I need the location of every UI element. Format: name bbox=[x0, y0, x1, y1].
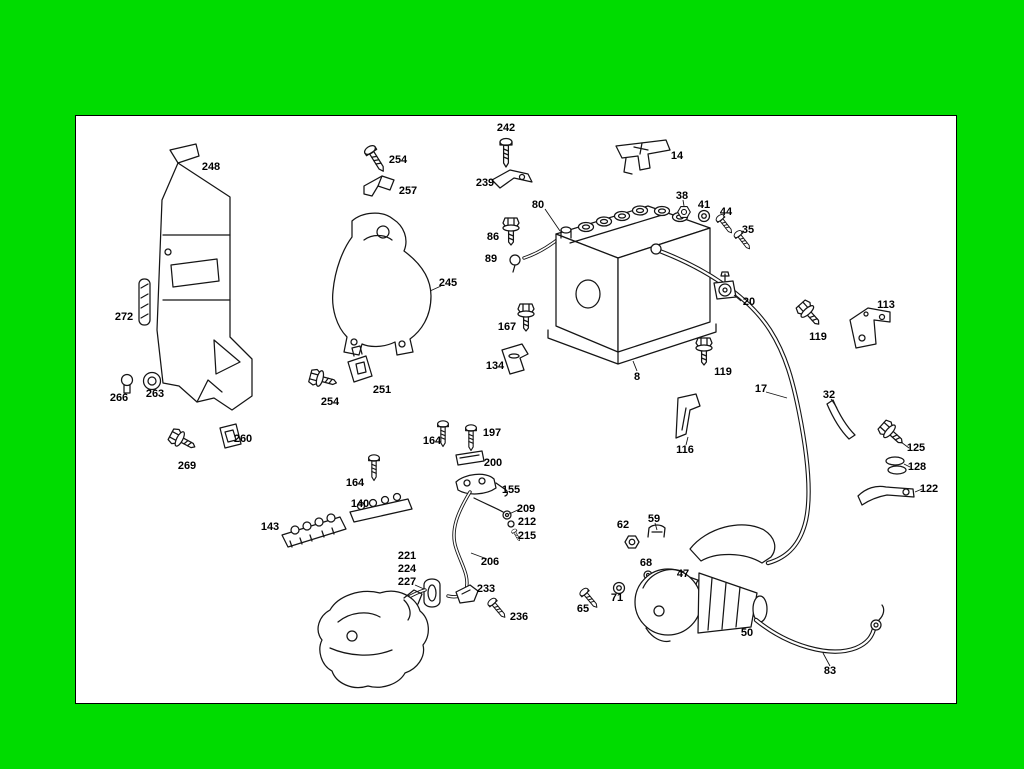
screw-254-lower bbox=[307, 367, 340, 392]
bolt-119-battery bbox=[695, 337, 713, 366]
ring-terminal bbox=[870, 619, 882, 631]
clamp-134 bbox=[501, 343, 529, 375]
bracket-239 bbox=[491, 169, 533, 189]
screw-164-right bbox=[437, 420, 449, 448]
bolt-125 bbox=[876, 418, 909, 450]
nut-62 bbox=[624, 535, 640, 549]
ring-209 bbox=[502, 510, 512, 520]
screw-35 bbox=[732, 228, 754, 253]
grommet-263 bbox=[142, 371, 162, 391]
bolt-167 bbox=[517, 303, 535, 332]
battery-front-hole bbox=[575, 279, 601, 309]
screw-44 bbox=[714, 212, 736, 237]
holder-155 bbox=[455, 473, 508, 497]
bracket-122 bbox=[857, 485, 915, 506]
bolt-119-right bbox=[794, 298, 826, 331]
horn-body bbox=[317, 588, 429, 689]
washer-212 bbox=[507, 520, 515, 528]
cable-holder-143 bbox=[281, 513, 347, 548]
tube-32 bbox=[826, 399, 856, 440]
strip-272 bbox=[138, 278, 151, 326]
cover-245 bbox=[331, 212, 432, 356]
clip-257 bbox=[363, 175, 395, 197]
bolt-269 bbox=[166, 426, 200, 455]
plate-200 bbox=[455, 450, 485, 466]
plate-251 bbox=[347, 345, 373, 383]
washers-128 bbox=[885, 456, 907, 475]
cable-206 bbox=[446, 490, 523, 599]
screw-197 bbox=[465, 424, 477, 452]
bracket-113 bbox=[849, 307, 891, 349]
bracket-248 bbox=[156, 143, 253, 411]
nut-38 bbox=[677, 206, 691, 218]
battery-terminal-left bbox=[560, 226, 572, 239]
screw-236 bbox=[486, 596, 510, 621]
clip-59 bbox=[647, 524, 666, 538]
screw-215 bbox=[510, 528, 523, 543]
bolt-86 bbox=[502, 217, 520, 246]
battery-8 bbox=[547, 205, 717, 365]
cable-83 bbox=[753, 604, 885, 654]
screw-242 bbox=[499, 137, 513, 168]
plate-14 bbox=[615, 139, 671, 175]
terminal-clamp bbox=[650, 243, 662, 255]
washer-71 bbox=[612, 581, 626, 595]
terminal-89 bbox=[509, 254, 521, 273]
leader-lines bbox=[414, 199, 923, 667]
screw-254-top bbox=[362, 143, 389, 176]
cable-holder-140 bbox=[349, 492, 413, 523]
clip-233 bbox=[455, 584, 479, 604]
starter-50 bbox=[634, 524, 776, 643]
screw-65 bbox=[578, 586, 602, 611]
washer-41 bbox=[697, 209, 711, 223]
grommet-221 bbox=[423, 578, 441, 608]
screw-164-left bbox=[368, 454, 380, 482]
bracket-116 bbox=[675, 393, 701, 439]
clip-260 bbox=[219, 423, 242, 449]
clamp-20 bbox=[713, 271, 737, 300]
bolt-266 bbox=[120, 373, 134, 394]
